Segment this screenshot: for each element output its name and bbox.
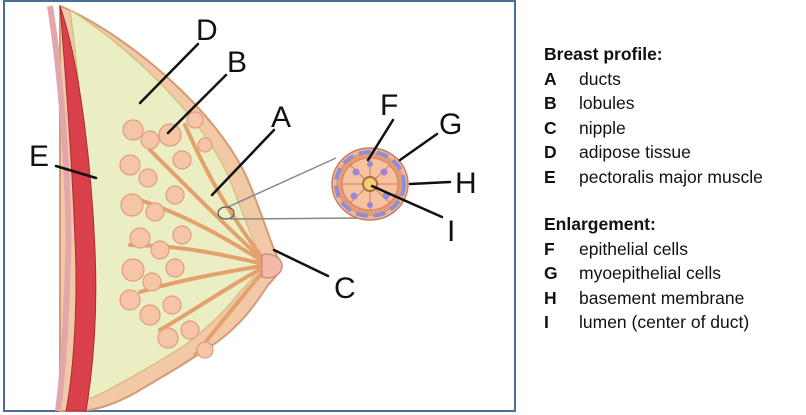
callout-b: B [227, 46, 247, 79]
legend-item: D adipose tissue [544, 140, 806, 165]
lumen [363, 177, 377, 191]
legend-label: ducts [579, 67, 621, 92]
legend-item: A ducts [544, 67, 806, 92]
callout-i: I [447, 215, 455, 248]
legend: Breast profile: A ducts B lobules C nipp… [544, 42, 806, 335]
legend-item: E pectoralis major muscle [544, 165, 806, 190]
legend-key: B [544, 91, 579, 116]
legend-key: G [544, 261, 579, 286]
legend-item: G myoepithelial cells [544, 261, 806, 286]
legend-label: adipose tissue [579, 140, 691, 165]
callout-d: D [196, 14, 218, 47]
legend-item: F epithelial cells [544, 237, 806, 262]
legend-label: epithelial cells [579, 237, 688, 262]
callout-f: F [380, 89, 398, 122]
legend-profile-title: Breast profile: [544, 42, 806, 67]
legend-label: nipple [579, 116, 626, 141]
legend-label: basement membrane [579, 286, 744, 311]
legend-key: E [544, 165, 579, 190]
legend-key: D [544, 140, 579, 165]
callout-a: A [271, 101, 291, 134]
legend-item: H basement membrane [544, 286, 806, 311]
callout-c: C [334, 272, 356, 305]
legend-label: lobules [579, 91, 634, 116]
legend-key: I [544, 310, 579, 335]
callout-e: E [29, 140, 49, 173]
legend-key: H [544, 286, 579, 311]
legend-label: lumen (center of duct) [579, 310, 749, 335]
callout-h: H [455, 167, 477, 200]
zoom-line-bottom [230, 218, 360, 219]
legend-label: pectoralis major muscle [579, 165, 763, 190]
legend-item: C nipple [544, 116, 806, 141]
legend-enlargement-title: Enlargement: [544, 212, 806, 237]
legend-item: I lumen (center of duct) [544, 310, 806, 335]
legend-item: B lobules [544, 91, 806, 116]
legend-label: myoepithelial cells [579, 261, 721, 286]
callout-g: G [439, 108, 462, 141]
legend-key: C [544, 116, 579, 141]
legend-key: F [544, 237, 579, 262]
legend-key: A [544, 67, 579, 92]
legend-spacer [544, 189, 806, 212]
